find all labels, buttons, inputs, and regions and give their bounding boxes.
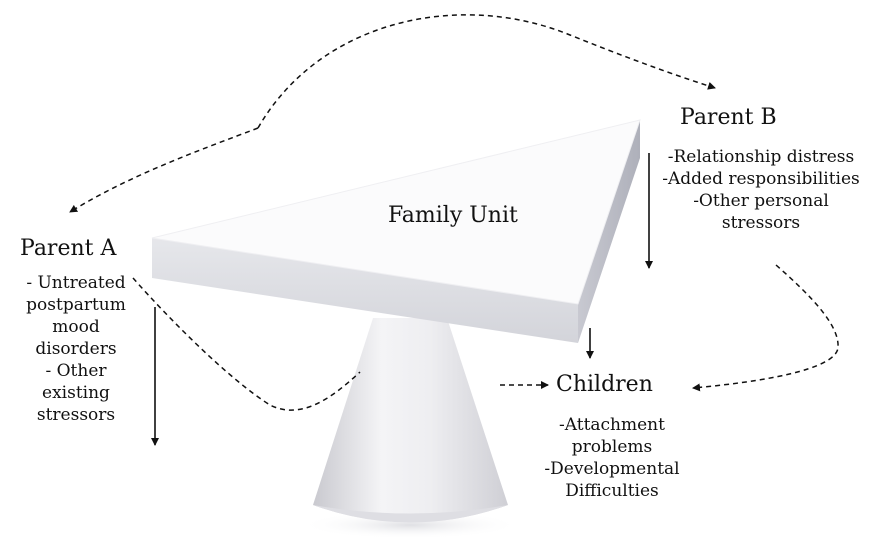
children-details: -Attachment problems -Developmental Diff… bbox=[530, 414, 694, 502]
family-unit-label: Family Unit bbox=[388, 203, 518, 228]
parent-a-line: disorders bbox=[35, 339, 117, 359]
children-line: Difficulties bbox=[565, 481, 659, 501]
parent-a-line: existing bbox=[42, 383, 110, 403]
top-arc-to-parent-b-arrow bbox=[257, 14, 716, 129]
parent-a-details: - Untreated postpartum mood disorders - … bbox=[14, 272, 138, 426]
board-front-face bbox=[152, 238, 578, 343]
board-side-face bbox=[578, 120, 640, 343]
cone-base bbox=[313, 505, 508, 523]
parent-a-to-cone-dashed-line bbox=[132, 277, 361, 411]
parent-a-line: - Untreated bbox=[26, 273, 126, 293]
board-top-face bbox=[151, 119, 641, 305]
children-title: Children bbox=[556, 372, 653, 397]
family-unit-board bbox=[151, 119, 641, 343]
cone-shadow bbox=[300, 511, 520, 539]
parent-b-title: Parent B bbox=[680, 105, 777, 130]
parent-a-line: postpartum bbox=[26, 295, 126, 315]
top-arc-to-parent-a-arrow bbox=[69, 127, 259, 213]
fulcrum-cone bbox=[300, 318, 520, 539]
parent-b-line: stressors bbox=[721, 213, 801, 233]
parent-b-line: -Relationship distress bbox=[667, 147, 855, 167]
parent-a-title: Parent A bbox=[20, 236, 117, 261]
cone-body bbox=[313, 318, 508, 523]
children-line: -Developmental bbox=[544, 459, 680, 479]
parent-b-details: -Relationship distress -Added responsibi… bbox=[650, 146, 872, 234]
children-line: problems bbox=[571, 437, 653, 457]
parent-b-to-children-dashed-arrow bbox=[692, 264, 839, 392]
parent-b-line: -Added responsibilities bbox=[662, 169, 860, 189]
parent-a-line: stressors bbox=[36, 405, 116, 425]
parent-b-line: -Other personal bbox=[693, 191, 829, 211]
children-line: -Attachment bbox=[559, 415, 665, 435]
parent-a-line: mood bbox=[52, 317, 100, 337]
parent-a-line: - Other bbox=[45, 361, 107, 381]
